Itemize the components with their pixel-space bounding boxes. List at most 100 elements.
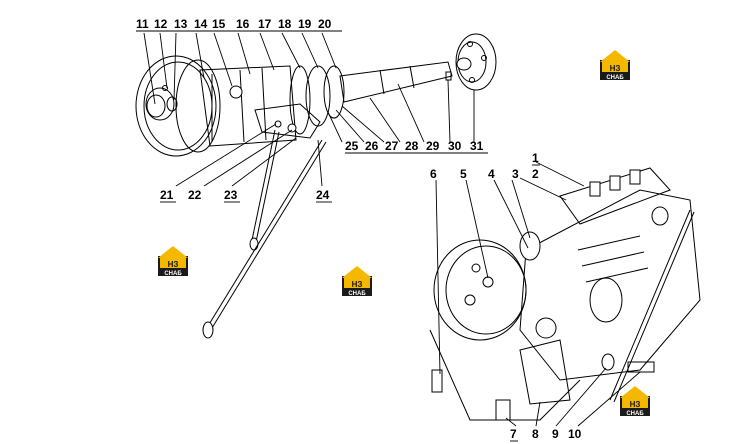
- pulley-hole: [162, 85, 168, 91]
- callout-16: 16: [236, 17, 250, 31]
- svg-text:СНАБ: СНАБ: [348, 291, 366, 297]
- pulley-back: [175, 59, 221, 153]
- svg-text:СНАБ: СНАБ: [626, 411, 644, 417]
- flange-outer: [455, 33, 497, 91]
- drive-shaft-assembly: [135, 33, 497, 157]
- svg-text:НЗ: НЗ: [168, 260, 179, 269]
- pulley-outer: [135, 55, 217, 157]
- callout-20: 20: [318, 17, 332, 31]
- callout-19: 19: [298, 17, 312, 31]
- callout-2: 2: [532, 167, 539, 181]
- callout-4: 4: [488, 167, 495, 181]
- pump-cover-rim: [445, 245, 527, 335]
- bolt-9: [627, 361, 655, 373]
- callout-28: 28: [405, 139, 419, 153]
- svg-text:НЗ: НЗ: [352, 280, 363, 289]
- watermark-brand-bottom: СНАБ: [606, 75, 624, 81]
- rod-b: [207, 139, 323, 327]
- callout-8: 8: [532, 427, 539, 441]
- pump-assembly: [429, 167, 701, 421]
- cover-bolt-c: [471, 263, 481, 273]
- watermark-roof-icon: [342, 266, 372, 278]
- pump-housing: [519, 189, 701, 381]
- pipe-10-edge: [613, 211, 695, 403]
- watermark-roof-icon: [620, 386, 650, 398]
- side-fitting: [651, 206, 669, 226]
- housing-ribs-lower: [577, 235, 649, 283]
- bracket-bolt: [287, 123, 297, 133]
- callout-14: 14: [194, 17, 208, 31]
- watermark-top-right: НЗ СНАБ: [600, 50, 630, 81]
- housing-ribs: [211, 67, 267, 143]
- coupling-disc-3: [323, 65, 345, 119]
- delivery-valve-1: [589, 181, 601, 197]
- shaft-grooves: [379, 65, 415, 95]
- cover-bolt-a: [482, 276, 494, 288]
- coupling-disc-1: [289, 65, 311, 135]
- watermark-bottom-right: НЗ СНАБ: [620, 386, 650, 417]
- pump-plug-lower: [535, 317, 557, 339]
- rod-a-edge: [255, 131, 280, 243]
- callout-25: 25: [345, 139, 359, 153]
- svg-text:СНАБ: СНАБ: [164, 271, 182, 277]
- drive-shaft: [339, 61, 453, 103]
- flange-bolt-b: [481, 55, 487, 61]
- callout-22: 22: [188, 188, 202, 202]
- watermark-roof-icon: [158, 246, 188, 258]
- leaders-upper: [143, 32, 475, 187]
- flange-hub: [456, 57, 472, 71]
- callout-13: 13: [174, 17, 188, 31]
- cover-bolt-b: [464, 294, 476, 306]
- washer-9: [601, 353, 615, 371]
- watermark-brand-top: НЗ: [610, 64, 621, 73]
- flange-bolt-a: [467, 41, 473, 47]
- callout-26: 26: [365, 139, 379, 153]
- governor-boss: [589, 277, 623, 323]
- callout-17: 17: [258, 17, 272, 31]
- bracket-8: [519, 339, 571, 405]
- linkage-rods: [202, 129, 327, 339]
- watermark-left: НЗ СНАБ: [158, 246, 188, 277]
- hub-nut: [146, 94, 166, 118]
- housing-boss: [229, 85, 243, 99]
- pump-plug-4: [519, 231, 541, 261]
- shaft-bracket: [254, 103, 321, 139]
- callout-9: 9: [552, 427, 559, 441]
- callout-11: 11: [136, 17, 149, 31]
- callout-7: 7: [510, 427, 517, 441]
- watermark-center: НЗ СНАБ: [342, 266, 372, 297]
- bracket-6: [431, 369, 443, 393]
- flange-bolt-c: [469, 77, 475, 83]
- pump-drive-cover: [433, 239, 527, 341]
- callouts: 11 12 13 14 15 16 17 18 19 20 25 26 27 2…: [136, 17, 582, 441]
- rod-a: [251, 129, 276, 241]
- callout-12: 12: [154, 17, 168, 31]
- watermark-roof-icon: [600, 50, 630, 62]
- callout-24: 24: [316, 188, 330, 202]
- pipe-10: [609, 209, 691, 401]
- callout-10: 10: [568, 427, 582, 441]
- callout-underlines: [136, 30, 540, 442]
- callout-15: 15: [212, 17, 226, 31]
- callout-27: 27: [385, 139, 399, 153]
- rod-b-edge: [211, 141, 327, 329]
- callout-1: 1: [532, 151, 539, 165]
- callout-18: 18: [278, 17, 292, 31]
- bolt-7: [495, 399, 511, 421]
- key-pin: [445, 71, 452, 81]
- callout-5: 5: [460, 167, 467, 181]
- delivery-valve-2: [609, 175, 621, 191]
- leaders-lower: [435, 161, 641, 427]
- callout-30: 30: [448, 139, 462, 153]
- delivery-valve-3: [629, 169, 641, 185]
- callout-29: 29: [426, 139, 440, 153]
- callout-3: 3: [512, 167, 519, 181]
- callout-31: 31: [470, 139, 484, 153]
- shaft-housing: [199, 65, 297, 147]
- callout-23: 23: [224, 188, 238, 202]
- rod-b-end: [202, 321, 214, 339]
- callout-6: 6: [430, 167, 437, 181]
- bracket-washer: [274, 120, 282, 128]
